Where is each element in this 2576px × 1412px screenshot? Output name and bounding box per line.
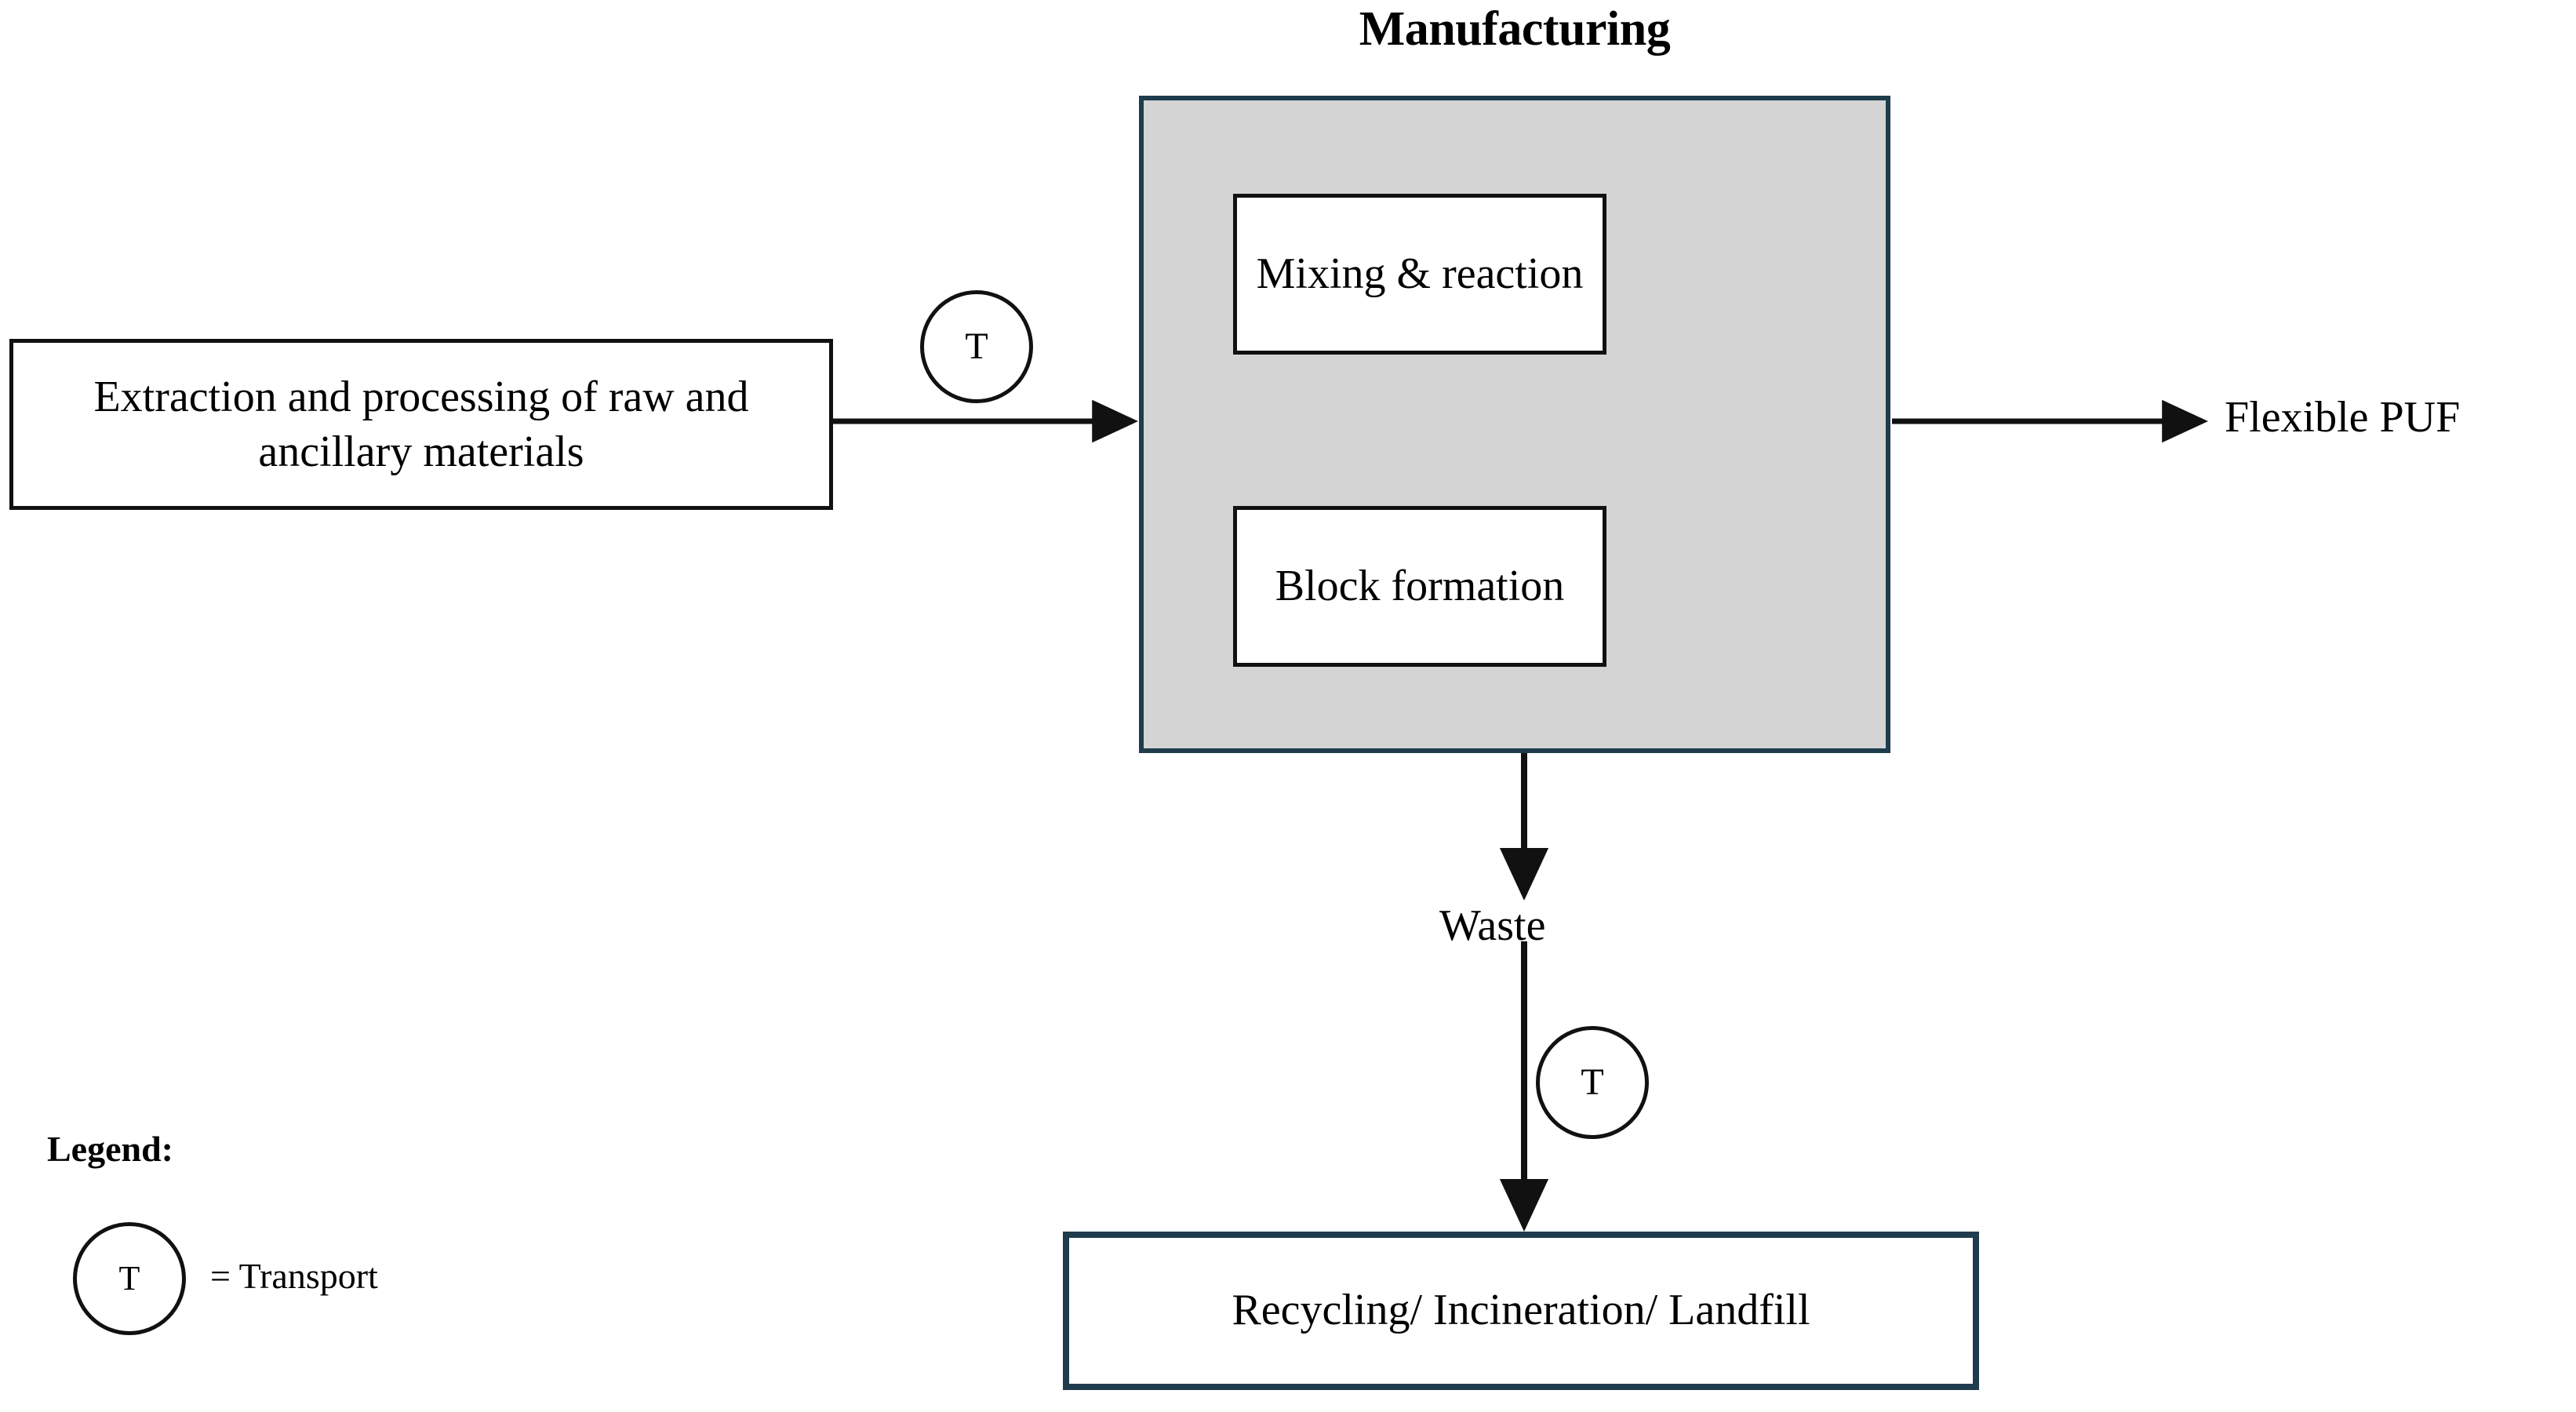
flow-label-waste: Waste [1439,901,1546,950]
legend-transport-definition: = Transport [210,1256,378,1296]
legend-transport-icon-label: T [118,1259,140,1297]
legend-title: Legend: [47,1129,173,1169]
transport-icon-inbound-label: T [965,326,988,367]
process-node-mixing-and-reaction[interactable]: Mixing & reaction [1233,194,1606,355]
block-formation-label: Block formation [1275,561,1565,610]
extraction-label: Extraction and processing of raw and anc… [93,373,749,476]
process-node-extraction[interactable]: Extraction and processing of raw and anc… [9,339,833,510]
manufacturing-title: Manufacturing [1359,2,1671,56]
mixing-label: Mixing & reaction [1256,249,1584,298]
recycling-label: Recycling/ Incineration/ Landfill [1232,1286,1810,1335]
process-node-block-formation[interactable]: Block formation [1233,506,1606,667]
legend-transport-icon: T [73,1222,186,1335]
process-node-end-of-life[interactable]: Recycling/ Incineration/ Landfill [1063,1232,1979,1390]
transport-icon-inbound: T [920,290,1033,403]
transport-icon-waste-label: T [1581,1061,1604,1103]
output-label-flexible-puf: Flexible PUF [2225,393,2461,442]
transport-icon-waste: T [1536,1026,1649,1139]
